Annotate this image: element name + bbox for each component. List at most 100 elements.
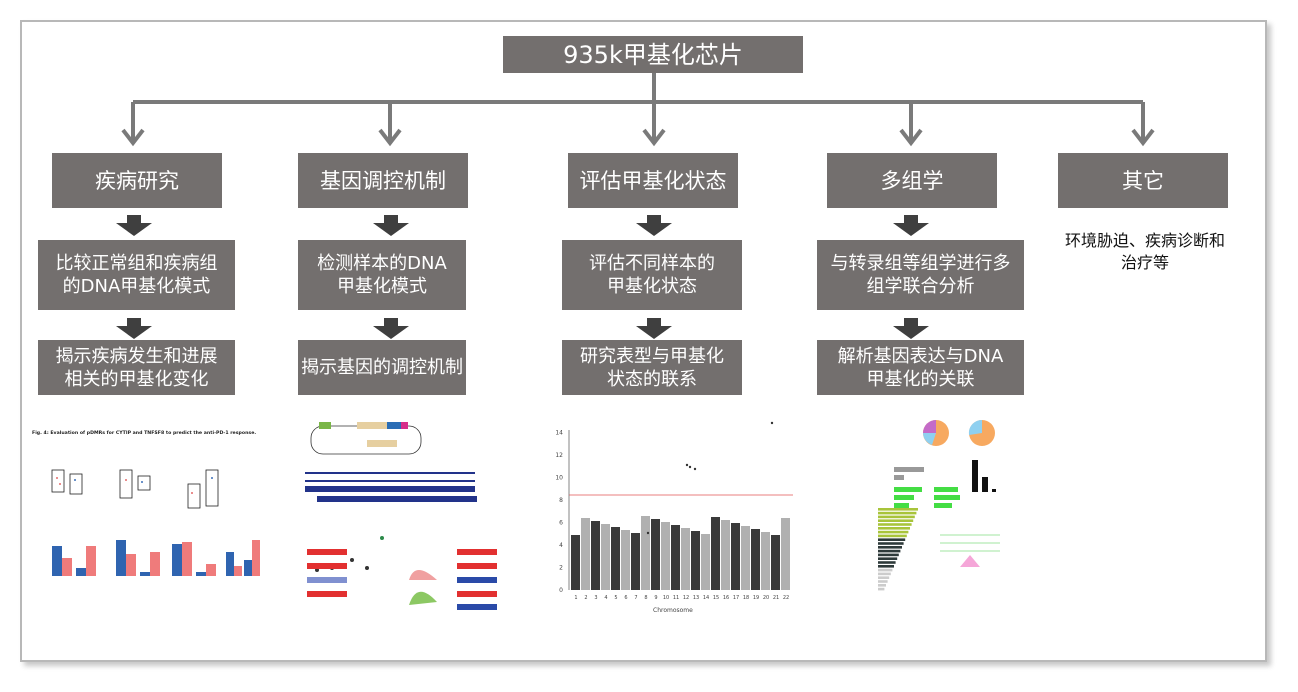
enrichment-bar bbox=[878, 565, 894, 568]
chromosome-band bbox=[671, 525, 680, 590]
step-line: 研究表型与甲基化 bbox=[580, 345, 724, 367]
chromosome-band bbox=[731, 523, 740, 590]
enrichment-bar bbox=[878, 546, 902, 549]
chromosome-tick: 10 bbox=[663, 595, 669, 601]
chromosome-tick: 15 bbox=[713, 595, 719, 601]
chromosome-tick: 1 bbox=[574, 595, 577, 601]
step-evaluate-samples: 评估不同样本的 甲基化状态 bbox=[562, 240, 742, 310]
step-line: 状态的联系 bbox=[607, 368, 697, 390]
significant-point bbox=[685, 463, 689, 467]
chromosome-tick: 7 bbox=[634, 595, 637, 601]
other-note-line: 治疗等 bbox=[1120, 253, 1169, 272]
step-line: 解析基因表达与DNA bbox=[837, 345, 1004, 367]
enrichment-bar bbox=[878, 538, 906, 541]
chromosome-band bbox=[681, 528, 690, 590]
enrichment-bar bbox=[878, 568, 893, 572]
enrichment-bar bbox=[878, 553, 899, 557]
step-line: 甲基化的关联 bbox=[866, 368, 975, 390]
chromosome-band bbox=[781, 518, 790, 590]
chromosome-band bbox=[701, 534, 710, 590]
x-axis-label: Chromosome bbox=[653, 607, 693, 614]
chromosome-tick: 20 bbox=[763, 595, 769, 601]
step-line: 比较正常组和疾病组 bbox=[55, 253, 218, 274]
step-line: 评估不同样本的 bbox=[589, 253, 715, 274]
chromosome-tick: 14 bbox=[703, 595, 709, 601]
category-gene-regulation: 基因调控机制 bbox=[298, 153, 468, 208]
block-arrow-icon bbox=[116, 215, 152, 236]
y-tick-label: 2 bbox=[559, 565, 563, 572]
figure-sketch bbox=[51, 469, 260, 576]
step-line: 组学联合分析 bbox=[866, 276, 975, 297]
chromosome-tick: 8 bbox=[644, 595, 647, 601]
chromosome-tick: 18 bbox=[743, 595, 749, 601]
step-joint-analysis: 与转录组等组学进行多 组学联合分析 bbox=[817, 240, 1024, 310]
category-multi-omics: 多组学 bbox=[827, 153, 997, 208]
enrichment-bar bbox=[878, 557, 898, 560]
other-note: 环境胁迫、疾病诊断和 治疗等 bbox=[1040, 230, 1250, 274]
step-expression-methylation: 解析基因表达与DNA 甲基化的关联 bbox=[817, 340, 1024, 395]
chromosome-tick: 12 bbox=[683, 595, 689, 601]
step-phenotype-link: 研究表型与甲基化 状态的联系 bbox=[562, 340, 742, 395]
significant-point bbox=[693, 467, 697, 471]
block-arrow-icon bbox=[373, 318, 409, 339]
enrichment-bar bbox=[878, 572, 891, 576]
chromosome-tick: 21 bbox=[773, 595, 779, 601]
chromosome-band bbox=[581, 518, 590, 590]
chromosome-band bbox=[611, 527, 620, 590]
step-line: 检测样本的DNA bbox=[317, 253, 447, 274]
category-methylation-status: 评估甲基化状态 bbox=[568, 153, 738, 208]
enrichment-bar bbox=[878, 549, 901, 553]
block-arrow-icon bbox=[373, 215, 409, 236]
figure-title: Fig. 4: Evaluation of pDMRs for CYTIP an… bbox=[32, 430, 257, 436]
enrichment-bar bbox=[878, 523, 912, 526]
chromosome-tick: 2 bbox=[584, 595, 587, 601]
enrichment-bar bbox=[878, 542, 904, 545]
step-line: 揭示疾病发生和进展 bbox=[55, 345, 218, 367]
chromosome-band bbox=[591, 521, 600, 590]
enrichment-bar bbox=[878, 508, 918, 511]
chromosome-tick: 19 bbox=[753, 595, 759, 601]
chromosome-tick: 17 bbox=[733, 595, 739, 601]
chromosome-tick: 5 bbox=[614, 595, 617, 601]
block-arrow-icon bbox=[116, 318, 152, 339]
enrichment-bar bbox=[878, 515, 915, 519]
root-title: 935k甲基化芯片 bbox=[503, 36, 803, 73]
chromosome-band bbox=[741, 526, 750, 590]
chromosome-band bbox=[601, 524, 610, 590]
significant-point bbox=[646, 531, 650, 535]
chromosome-band bbox=[721, 520, 730, 590]
y-tick-label: 4 bbox=[559, 542, 563, 549]
chromosome-band bbox=[631, 533, 640, 590]
enrichment-bar bbox=[878, 587, 885, 591]
chromosome-band bbox=[761, 532, 770, 590]
enrichment-bar bbox=[878, 527, 910, 530]
step-line: 甲基化模式 bbox=[337, 276, 427, 297]
chromosome-band bbox=[771, 535, 780, 590]
step-reveal-regulation: 揭示基因的调控机制 bbox=[298, 340, 466, 395]
chromosome-tick: 9 bbox=[654, 595, 657, 601]
chromosome-band bbox=[691, 531, 700, 590]
step-detect-dna-methylation: 检测样本的DNA 甲基化模式 bbox=[298, 240, 466, 310]
step-line: 的DNA甲基化模式 bbox=[62, 276, 211, 297]
enrichment-bar bbox=[878, 580, 888, 583]
significant-point bbox=[688, 465, 692, 469]
figure-sketch bbox=[305, 422, 497, 610]
thumbnail-multiomics-figure bbox=[820, 405, 1016, 605]
thumbnail-disease-figure: Fig. 4: Evaluation of pDMRs for CYTIP an… bbox=[30, 418, 272, 596]
chromosome-tick: 11 bbox=[673, 595, 679, 601]
enrichment-bar bbox=[878, 530, 909, 534]
chromosome-band bbox=[641, 516, 650, 590]
y-tick-label: 12 bbox=[555, 452, 563, 459]
step-compare-groups: 比较正常组和疾病组 的DNA甲基化模式 bbox=[38, 240, 235, 310]
y-tick-label: 8 bbox=[559, 497, 563, 504]
enrichment-bar bbox=[878, 519, 914, 522]
step-line: 揭示基因的调控机制 bbox=[301, 357, 463, 378]
y-tick-label: 14 bbox=[555, 430, 563, 437]
chromosome-band bbox=[751, 529, 760, 590]
chromosome-tick: 16 bbox=[723, 595, 729, 601]
chromosome-tick: 6 bbox=[624, 595, 627, 601]
chromosome-tick: 13 bbox=[693, 595, 699, 601]
block-arrow-icon bbox=[636, 318, 672, 339]
